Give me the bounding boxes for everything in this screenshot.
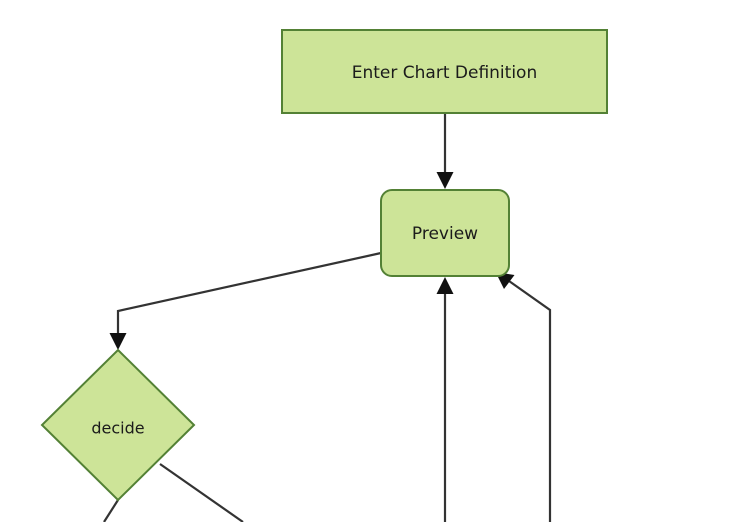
arrow-head-icon bbox=[436, 172, 454, 189]
edge-line bbox=[103, 499, 119, 522]
node-shape-rectangle bbox=[281, 29, 608, 114]
arrow-head-icon bbox=[109, 333, 127, 350]
arrow-head-icon bbox=[436, 277, 454, 294]
edge-line bbox=[159, 463, 244, 522]
node-label-decide: decide bbox=[91, 419, 144, 438]
edge-decide-bottom-right bbox=[159, 463, 244, 522]
edge-bottom-center-to-preview bbox=[436, 277, 454, 522]
node-label-enter-chart-definition: Enter Chart Definition bbox=[352, 63, 537, 83]
node-shape-rounded-rectangle bbox=[380, 189, 510, 277]
edge-decide-bottom-left bbox=[103, 499, 119, 522]
node-shape-diamond bbox=[40, 348, 196, 502]
edge-enter-to-preview bbox=[436, 113, 454, 189]
node-enter-chart-definition[interactable]: Enter Chart Definition bbox=[281, 29, 608, 114]
edge-line bbox=[116, 251, 382, 333]
node-decide[interactable]: decide bbox=[40, 348, 196, 502]
edge-preview-to-decide bbox=[109, 251, 382, 350]
edge-bottom-right-to-preview bbox=[495, 272, 552, 522]
node-preview[interactable]: Preview bbox=[380, 189, 510, 277]
node-label-preview: Preview bbox=[412, 224, 478, 244]
edge-line bbox=[508, 280, 552, 522]
